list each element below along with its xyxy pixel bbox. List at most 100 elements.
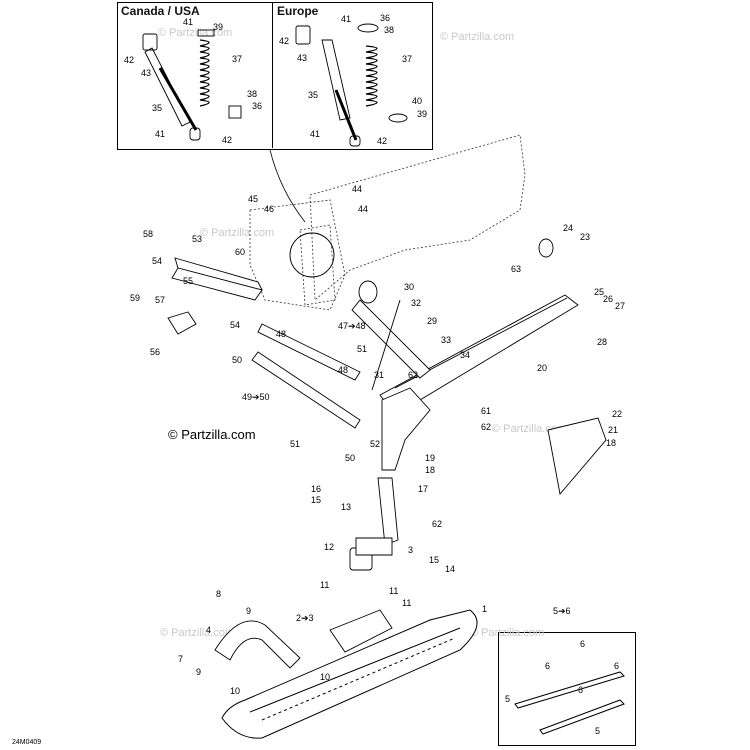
watermark-text: © Partzilla.com [200,227,274,239]
callout-41c: 41 [341,14,351,24]
callout-57: 57 [155,295,165,305]
callout-36b: 36 [380,13,390,23]
callout-6: 6 [580,639,585,649]
callout-49-50: 49➔50 [242,392,270,402]
callout-50b: 50 [345,453,355,463]
callout-42d: 42 [377,136,387,146]
callout-18: 18 [606,438,616,448]
callout-2-3: 2➔3 [296,613,314,623]
callout-43b: 43 [297,53,307,63]
callout-17: 17 [418,484,428,494]
callout-44b: 44 [358,204,368,214]
callout-53: 53 [192,234,202,244]
callout-23: 23 [580,232,590,242]
callout-11c: 11 [402,598,411,608]
inset-divider [272,2,273,148]
callout-37b: 37 [402,54,412,64]
callout-5-6: 5➔6 [553,606,571,616]
inset-title-europe: Europe [277,4,319,18]
callout-3: 3 [408,545,413,555]
callout-22: 22 [612,409,622,419]
callout-44: 44 [352,184,362,194]
watermark-text: © Partzilla.com [492,423,566,435]
callout-38b: 38 [384,25,394,35]
callout-14: 14 [445,564,455,574]
callout-40: 40 [412,96,422,106]
callout-51: 51 [290,439,300,449]
callout-62c: 62 [432,519,442,529]
callout-47-48: 47➔48 [338,321,366,331]
callout-41d: 41 [310,129,320,139]
main-assembly [167,238,607,571]
callout-27: 27 [615,301,625,311]
callout-35: 35 [152,103,162,113]
ski-plate [329,609,393,653]
watermark-text: © Partzilla.com [440,31,514,43]
callout-38: 38 [247,89,257,99]
callout-12: 12 [324,542,334,552]
callout-59: 59 [130,293,140,303]
callout-13: 13 [341,502,351,512]
callout-26: 26 [603,294,613,304]
callout-54b: 54 [230,320,240,330]
callout-labels: 41 39 37 42 43 35 38 36 41 42 41 36 38 4… [124,13,625,736]
callout-62: 62 [408,370,418,380]
callout-34: 34 [460,350,470,360]
callout-39b: 39 [417,109,427,119]
callout-52: 51 [357,344,367,354]
shock-absorber-canada [142,29,242,141]
callout-10: 10 [230,686,240,696]
callout-9b: 9 [196,667,201,677]
callout-56: 56 [150,347,160,357]
callout-55: 55 [183,276,193,286]
callout-58: 58 [143,229,153,239]
callout-9: 9 [246,606,251,616]
callout-31: 31 [374,370,384,380]
callout-15b: 15 [429,555,439,565]
callout-41: 41 [183,17,193,27]
callout-11: 11 [320,580,329,590]
callout-52b: 52 [370,439,380,449]
callout-5: 5 [505,694,510,704]
callout-39: 39 [213,22,223,32]
callout-42c: 42 [279,36,289,46]
callout-5b: 5 [595,726,600,736]
detail-circle [289,232,335,278]
callout-20: 20 [537,363,547,373]
ski-handle [214,620,301,669]
callout-6d: 6 [578,685,583,695]
callout-62b: 62 [481,422,491,432]
callout-10b: 10 [320,672,330,682]
callout-8: 8 [216,589,221,599]
callout-37: 37 [232,54,242,64]
shock-absorber-europe [295,23,408,147]
callout-33: 33 [441,335,451,345]
callout-25: 25 [594,287,604,297]
watermark-text: © Partzilla.com [160,627,234,639]
callout-60: 60 [235,247,245,257]
chassis-frame [249,134,526,311]
callout-36: 36 [252,101,262,111]
inset-title-canada-usa: Canada / USA [121,4,200,18]
callout-24: 24 [563,223,573,233]
callout-29: 29 [427,316,437,326]
watermark-text: © Partzilla.com [470,627,544,639]
callout-61: 61 [481,406,491,416]
callout-16: 16 [311,484,321,494]
callout-46: 46 [264,204,274,214]
drawing-code: 24M0409 [12,739,41,746]
callout-32: 32 [411,298,421,308]
callout-45: 45 [248,194,258,204]
callout-18b: 18 [425,465,435,475]
callout-4: 4 [206,625,211,635]
callout-21: 21 [608,425,618,435]
callout-50: 50 [232,355,242,365]
callout-48b: 48 [338,365,348,375]
callout-19: 19 [425,453,435,463]
callout-11b: 11 [389,586,398,596]
wear-bars [514,671,625,735]
callout-6b: 6 [545,661,550,671]
callout-35b: 35 [308,90,318,100]
